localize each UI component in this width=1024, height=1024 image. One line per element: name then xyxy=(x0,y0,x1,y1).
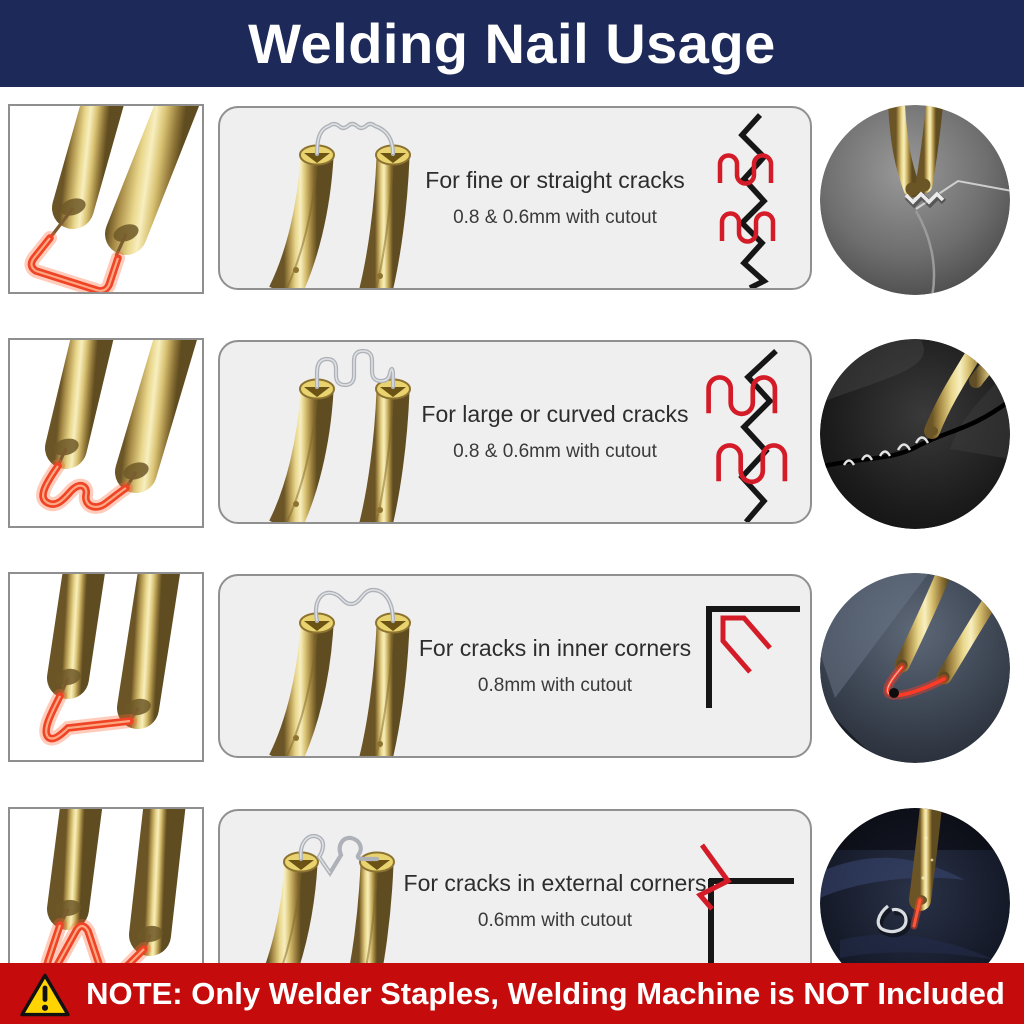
brass-electrodes-photo xyxy=(36,340,197,514)
welding-inner-corner-photo xyxy=(820,573,1010,763)
usage-title: For large or curved cracks xyxy=(421,401,689,427)
usage-title: For cracks in external corners xyxy=(403,870,707,896)
red-glow xyxy=(910,896,924,930)
usage-title: For fine or straight cracks xyxy=(425,167,685,193)
usage-panel-curved: For large or curved cracks 0.8 & 0.6mm w… xyxy=(218,340,812,524)
crack-line xyxy=(738,113,769,288)
usage-title: For cracks in inner corners xyxy=(418,635,692,661)
staple-photo-straight xyxy=(8,104,204,294)
brass-electrodes-photo xyxy=(39,574,181,746)
application-photo-straight xyxy=(820,105,1010,295)
diagram-inner-corner xyxy=(706,606,800,708)
diagram-curved-crack xyxy=(696,348,808,522)
crack-line xyxy=(738,348,778,522)
page-title: Welding Nail Usage xyxy=(248,12,776,75)
usage-row-straight-cracks: For fine or straight cracks 0.8 & 0.6mm … xyxy=(0,104,1024,296)
usage-subtitle: 0.8 & 0.6mm with cutout xyxy=(453,207,657,228)
staple-symbol xyxy=(720,615,772,674)
glowing-red-staple xyxy=(24,231,125,292)
corner-lines xyxy=(706,606,800,708)
usage-subtitle: 0.8 & 0.6mm with cutout xyxy=(453,441,657,462)
usage-description: For cracks in external corners 0.6mm wit… xyxy=(390,811,720,991)
note-bar: NOTE: Only Welder Staples, Welding Machi… xyxy=(0,963,1024,1024)
usage-subtitle: 0.8mm with cutout xyxy=(477,675,633,696)
staple-photo-v xyxy=(8,572,204,762)
note-text: NOTE: Only Welder Staples, Welding Machi… xyxy=(86,975,1005,1011)
glowing-red-staple xyxy=(39,689,137,746)
usage-row-inner-corners: For cracks in inner corners 0.8mm with c… xyxy=(0,572,1024,764)
electrode-tips-graphic xyxy=(269,121,411,288)
usage-description: For cracks in inner corners 0.8mm with c… xyxy=(390,576,720,756)
usage-panel-inner-corner: For cracks in inner corners 0.8mm with c… xyxy=(218,574,812,758)
electrode-tips-graphic xyxy=(269,348,411,522)
welded-staple-row xyxy=(842,436,930,466)
crack-line xyxy=(914,210,936,295)
usage-description: For fine or straight cracks 0.8 & 0.6mm … xyxy=(390,108,720,288)
electrode-tips-graphic xyxy=(269,587,411,756)
welding-on-bumper-photo xyxy=(820,339,1010,529)
usage-panel-external-corner: For cracks in external corners 0.6mm wit… xyxy=(218,809,812,993)
usage-row-external-corners: For cracks in external corners 0.6mm wit… xyxy=(0,807,1024,999)
glowing-red-staple xyxy=(36,459,133,514)
usage-row-curved-cracks: For large or curved cracks 0.8 & 0.6mm w… xyxy=(0,338,1024,530)
diagram-straight-crack xyxy=(708,113,808,288)
crack-line xyxy=(820,397,1010,470)
staple-photo-wave xyxy=(8,338,204,528)
header-banner: Welding Nail Usage xyxy=(0,0,1024,87)
usage-panel-straight: For fine or straight cracks 0.8 & 0.6mm … xyxy=(218,106,812,290)
usage-subtitle: 0.6mm with cutout xyxy=(477,910,633,931)
welded-staple xyxy=(876,904,908,934)
usage-description: For large or curved cracks 0.8 & 0.6mm w… xyxy=(390,342,720,522)
welding-on-flat-crack-photo xyxy=(820,105,1010,295)
warning-triangle-icon xyxy=(20,973,70,1016)
brass-electrodes-photo xyxy=(24,106,200,292)
welded-staple xyxy=(904,191,945,205)
staple-symbol xyxy=(696,843,732,911)
application-photo-inner-corner xyxy=(820,573,1010,763)
application-photo-curved xyxy=(820,339,1010,529)
